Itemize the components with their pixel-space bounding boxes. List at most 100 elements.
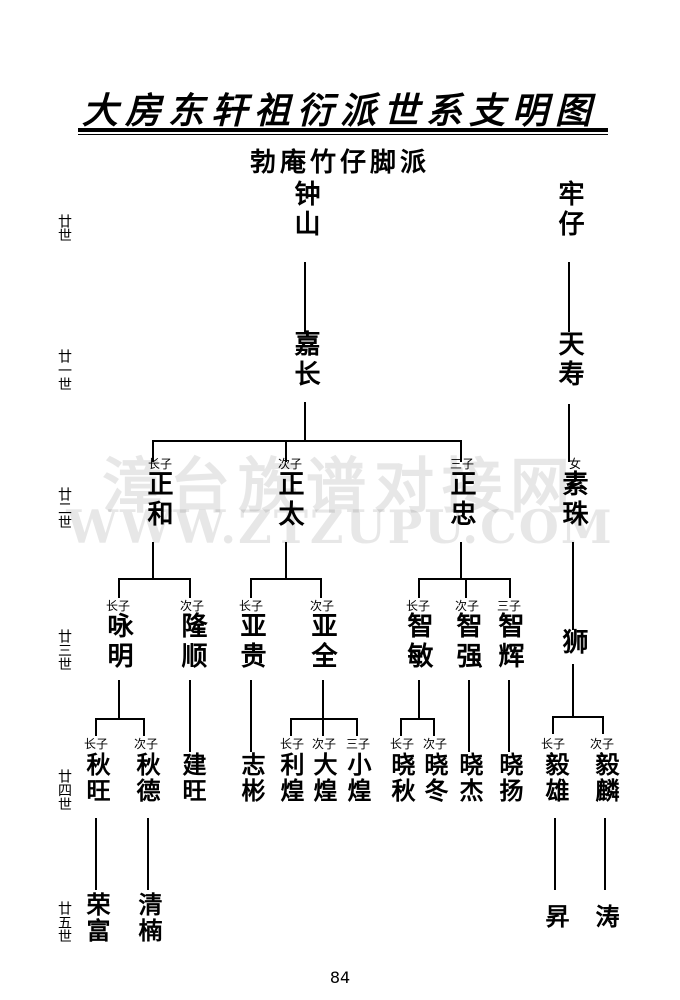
watermark-url: WWW.ZTZUPU.COM: [66, 500, 614, 554]
line-jiachang-down: [304, 402, 306, 440]
rank-suzhu: 女: [568, 457, 581, 471]
line-zhiqiang-xiaojie: [468, 680, 470, 752]
person-zhimin: 智敏: [403, 612, 433, 672]
line-to-yagui: [250, 578, 252, 598]
person-jiachang: 嘉长: [290, 330, 320, 390]
rank-zhihui: 三子: [496, 599, 521, 613]
line-zhengtai-bar: [250, 578, 322, 580]
watermark-chinese: 漳台族谱对接网: [102, 452, 578, 522]
line-yongming-bar: [95, 718, 145, 720]
rank-zhiqiang: 次子: [454, 599, 479, 613]
line-qiuwang-ronghui: [95, 818, 97, 890]
line-to-zhimin: [418, 578, 420, 598]
rank-zhengtai: 次子: [277, 457, 302, 471]
rank-xiaoqiu: 长子: [389, 737, 414, 751]
line-zhihui-xiaoyang: [508, 680, 510, 752]
line-zhongshan-jiachang: [304, 262, 306, 332]
line-zhengzhong-down: [460, 542, 462, 578]
person-lihuang: 利煌: [276, 752, 305, 804]
line-to-qiude: [143, 718, 145, 736]
line-to-lihuang: [290, 718, 292, 736]
person-xiaojie: 晓杰: [455, 752, 484, 804]
line-to-longshun: [189, 578, 191, 598]
generation-label-21: 廿一世: [56, 349, 72, 391]
line-laozai-tianshou: [568, 262, 570, 332]
line-to-zhiqiang: [465, 578, 467, 598]
person-yixiong: 毅雄: [541, 752, 570, 804]
line-to-yaquan: [320, 578, 322, 598]
chart-title: 大房东轩祖衍派世系支明图: [81, 90, 598, 132]
person-yaquan: 亚全: [307, 612, 337, 672]
rank-zhenghe: 长子: [147, 457, 172, 471]
person-yilin: 毅麟: [591, 752, 620, 804]
rank-dahuang: 次子: [311, 737, 336, 751]
line-to-zhengzhong: [460, 440, 462, 462]
person-zhengtai: 正太: [274, 470, 304, 530]
line-yixiong-sheng: [554, 818, 556, 890]
line-zhenghe-bar: [118, 578, 191, 580]
rank-zhengzhong: 三子: [449, 457, 474, 471]
person-yagui: 亚贵: [236, 612, 266, 672]
person-ronghui: 荣富: [82, 892, 111, 944]
person-zhengzhong: 正忠: [446, 470, 476, 530]
line-to-xiaoqiu: [400, 718, 402, 736]
line-zhengzhong-bar: [418, 578, 511, 580]
line-to-qiuwang: [95, 718, 97, 736]
line-zhenghe-down: [152, 542, 154, 578]
chart-subtitle: 勃庵竹仔脚派: [249, 148, 430, 178]
rank-longshun: 次子: [179, 599, 204, 613]
line-tianshou-suzhu: [568, 404, 570, 462]
line-yilin-tao: [604, 818, 606, 890]
line-yaquan-bar: [290, 718, 358, 720]
rank-yagui: 长子: [238, 599, 263, 613]
generation-label-22: 廿二世: [56, 487, 72, 529]
person-suzhu: 素珠: [558, 470, 588, 530]
person-sheng: 昇: [541, 904, 570, 930]
person-zhongshan: 钟山: [290, 180, 320, 240]
generation-label-24: 廿四世: [56, 769, 72, 811]
person-dahuang: 大煌: [309, 752, 338, 804]
line-yaquan-down: [322, 680, 324, 718]
person-qiude: 秋德: [132, 752, 161, 804]
person-qingnan: 清楠: [134, 892, 163, 944]
line-to-xiaodong: [433, 718, 435, 736]
line-to-dahuang: [322, 718, 324, 736]
line-to-yongming: [118, 578, 120, 598]
rank-xiaodong: 次子: [422, 737, 447, 751]
line-yagui-zhibin: [250, 680, 252, 752]
rank-yongming: 长子: [105, 599, 130, 613]
rank-xiaohuang: 三子: [345, 737, 370, 751]
line-zhimin-bar: [400, 718, 435, 720]
line-shi-down: [572, 664, 574, 716]
person-tianshou: 天寿: [554, 330, 584, 390]
person-tao: 涛: [591, 904, 620, 930]
rank-qiuwang: 长子: [83, 737, 108, 751]
rank-yixiong: 长子: [540, 737, 565, 751]
line-longshun-jianwang: [189, 680, 191, 752]
generation-label-25: 廿五世: [56, 901, 72, 943]
line-yongming-down: [118, 680, 120, 718]
title-rule-thin: [78, 134, 608, 135]
person-xiaodong: 晓冬: [420, 752, 449, 804]
rank-zhimin: 长子: [405, 599, 430, 613]
line-to-zhengtai: [285, 440, 287, 462]
person-zhiqiang: 智强: [452, 612, 482, 672]
line-suzhu-shi: [572, 542, 574, 630]
rank-yilin: 次子: [589, 737, 614, 751]
rank-yaquan: 次子: [309, 599, 334, 613]
person-zhihui: 智辉: [494, 612, 524, 672]
generation-label-20: 廿世: [56, 213, 72, 242]
person-xiaohuang: 小煌: [343, 752, 372, 804]
line-to-yilin: [602, 716, 604, 734]
person-jianwang: 建旺: [178, 752, 207, 804]
person-xiaoyang: 晓扬: [495, 752, 524, 804]
line-to-zhihui: [509, 578, 511, 598]
person-xiaoqiu: 晓秋: [387, 752, 416, 804]
rank-lihuang: 长子: [279, 737, 304, 751]
page-number: 84: [329, 968, 351, 987]
person-zhibin: 志彬: [237, 752, 266, 804]
line-to-xiaohuang: [356, 718, 358, 736]
line-zhimin-down: [418, 680, 420, 718]
person-shi: 狮: [558, 628, 588, 658]
person-yongming: 咏明: [103, 612, 133, 672]
